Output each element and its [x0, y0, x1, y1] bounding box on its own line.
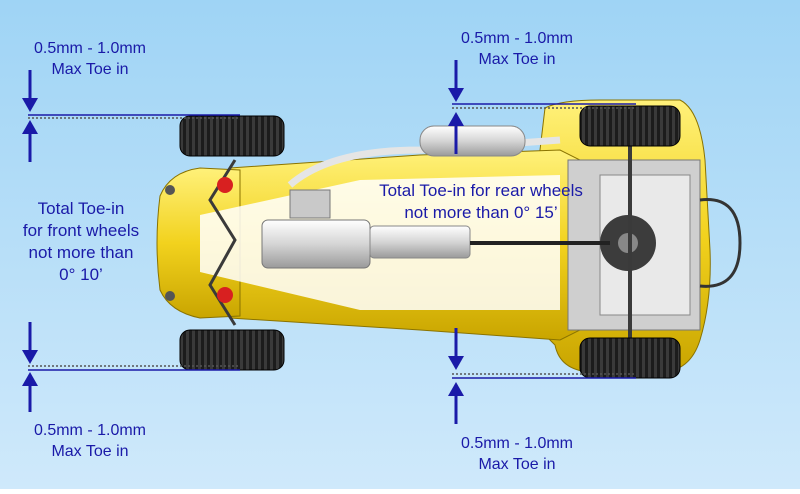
- front-bottom-label: 0.5mm - 1.0mm Max Toe in: [24, 420, 156, 462]
- rear-top-caption: Max Toe in: [478, 51, 556, 68]
- arrow-front-top-up: [22, 120, 38, 162]
- front-total-line2: for front wheels: [22, 221, 140, 240]
- rear-bottom-caption: Max Toe in: [478, 456, 556, 473]
- exhaust-pipe: [287, 136, 561, 188]
- intake: [289, 189, 331, 219]
- arrow-rear-top-down: [448, 60, 464, 102]
- arrow-front-bottom-down: [22, 322, 38, 364]
- rear-right-wheel: [579, 337, 681, 379]
- rear-total-line2: not more than 0° 15’: [404, 203, 558, 222]
- rear-total-toe-label: Total Toe-in for rear wheels not more th…: [366, 180, 596, 224]
- arrow-rear-bottom-down: [448, 328, 464, 370]
- rear-total-line1: Total Toe-in for rear wheels: [379, 181, 583, 200]
- front-top-label: 0.5mm - 1.0mm Max Toe in: [24, 38, 156, 80]
- gearbox: [369, 225, 471, 259]
- front-top-caption: Max Toe in: [51, 61, 129, 78]
- silencer: [419, 125, 526, 157]
- arrow-rear-bottom-up: [448, 382, 464, 424]
- front-total-toe-label: Total Toe-in for front wheels not more t…: [6, 198, 156, 286]
- front-bottom-caption: Max Toe in: [51, 443, 129, 460]
- front-spring-bottom: [217, 287, 233, 303]
- car-top-view: [156, 99, 742, 379]
- engine-block: [261, 219, 371, 269]
- front-left-wheel: [179, 115, 285, 157]
- headlight-left: [165, 185, 175, 195]
- front-top-range: 0.5mm - 1.0mm: [33, 40, 146, 57]
- arrows: [22, 60, 464, 424]
- headlight-right: [165, 291, 175, 301]
- front-spring-top: [217, 177, 233, 193]
- rear-top-range: 0.5mm - 1.0mm: [460, 30, 573, 47]
- nose-cone: [156, 167, 241, 319]
- arrow-front-bottom-up: [22, 372, 38, 412]
- roll-bar: [699, 198, 742, 288]
- front-total-line4: 0° 10’: [59, 265, 103, 284]
- front-right-wheel: [179, 329, 285, 371]
- arrow-rear-top-up: [448, 112, 464, 154]
- front-total-line3: not more than: [28, 243, 134, 262]
- front-total-line1: Total Toe-in: [37, 199, 125, 218]
- rear-left-wheel: [579, 105, 681, 147]
- rear-top-label: 0.5mm - 1.0mm Max Toe in: [450, 28, 584, 70]
- arrow-front-top-down: [22, 70, 38, 112]
- front-bottom-range: 0.5mm - 1.0mm: [33, 422, 146, 439]
- rear-bottom-range: 0.5mm - 1.0mm: [460, 435, 573, 452]
- rear-bottom-label: 0.5mm - 1.0mm Max Toe in: [450, 433, 584, 475]
- toe-lines: [28, 103, 636, 379]
